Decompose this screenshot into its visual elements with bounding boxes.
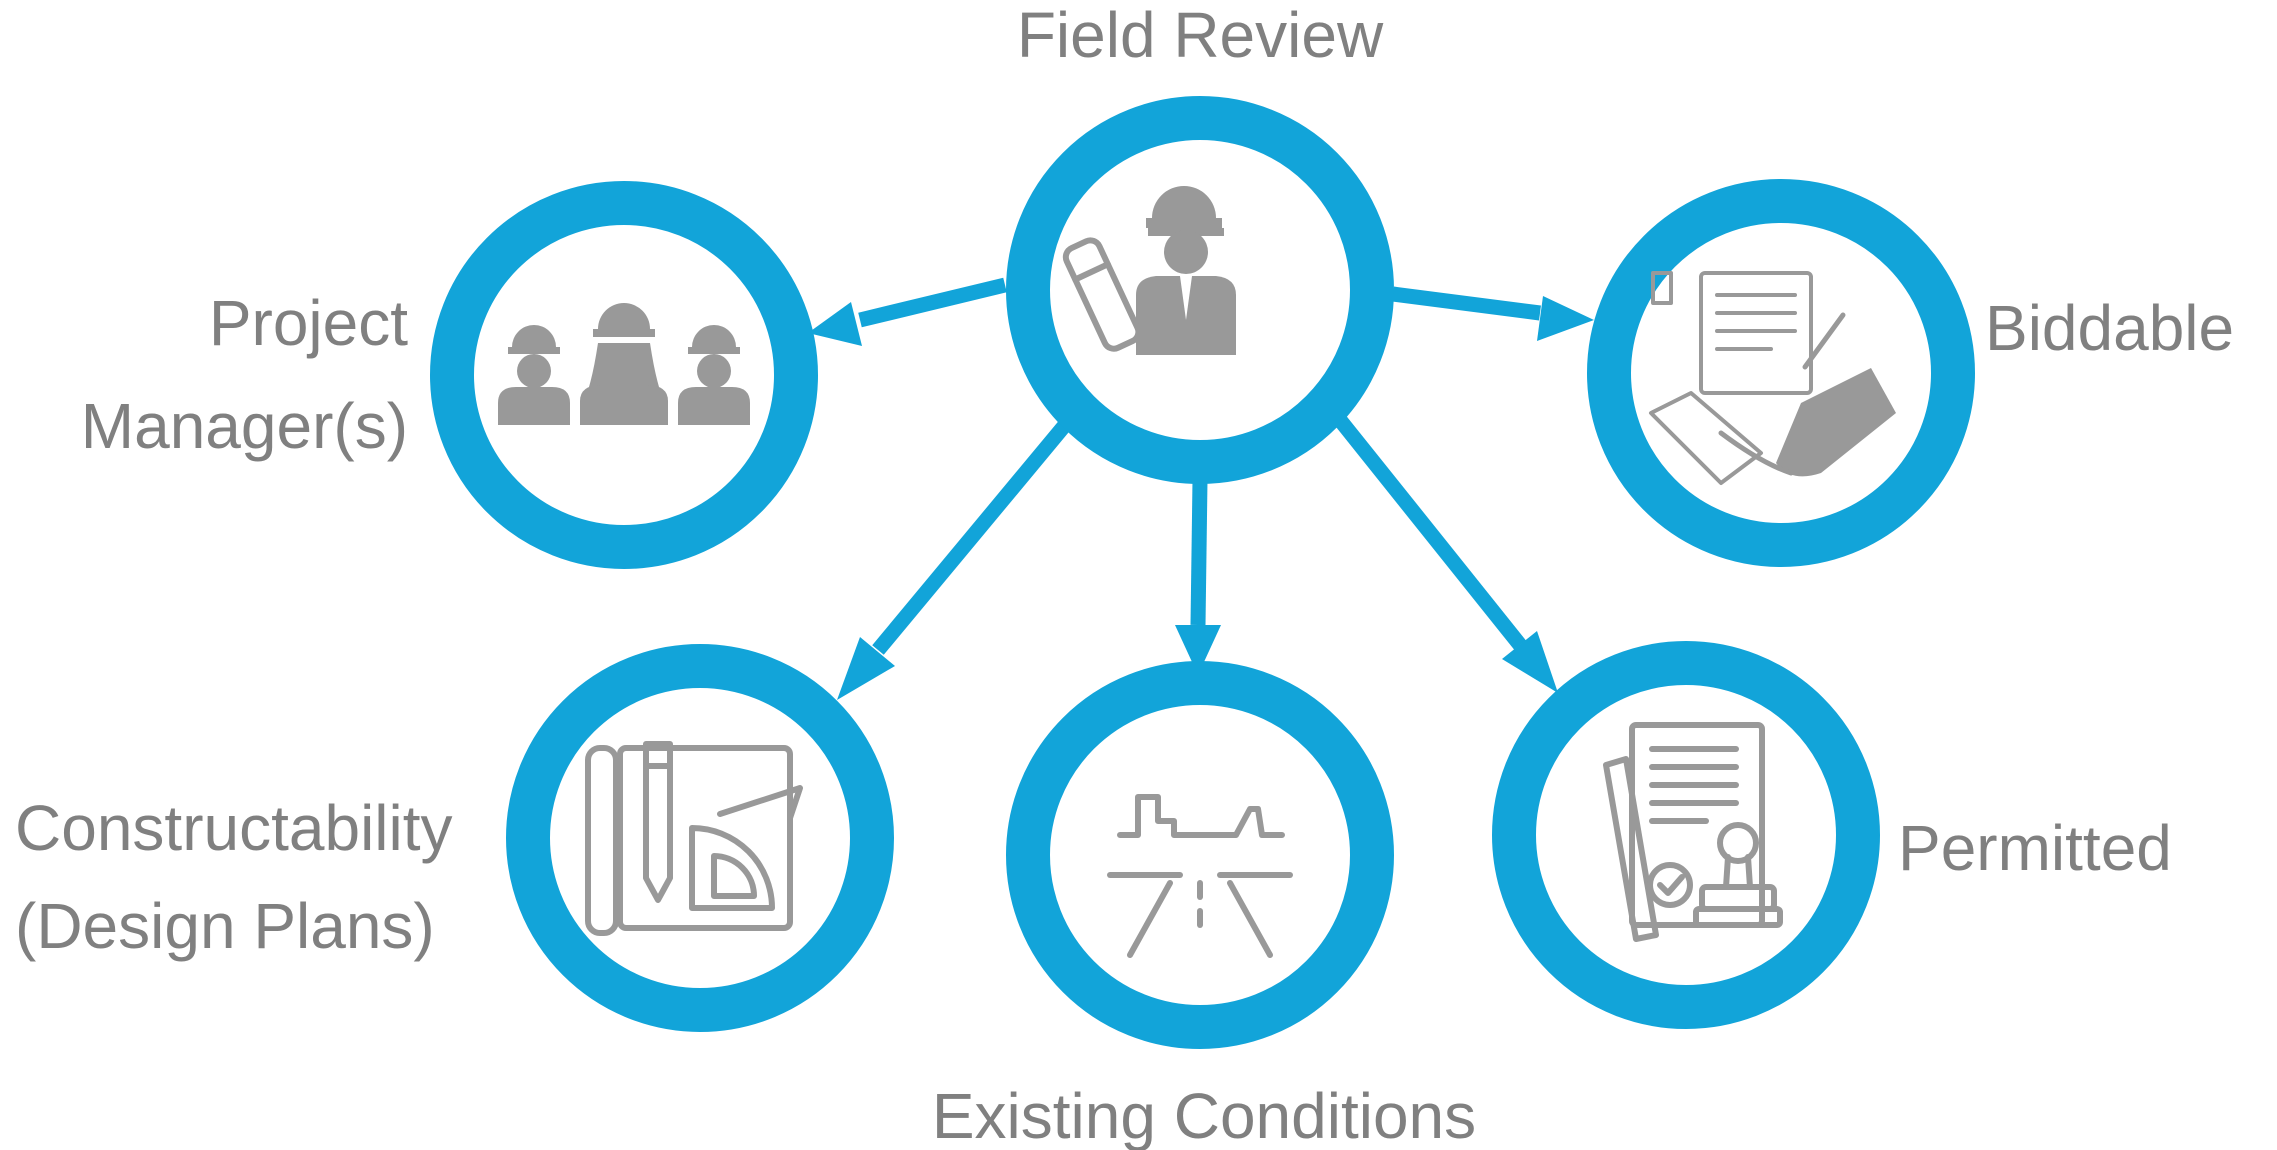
engineer-with-blueprints-icon xyxy=(1062,186,1236,355)
existing-conditions-circle xyxy=(1006,661,1394,1049)
permit-stamp-icon xyxy=(1603,722,1783,942)
arrow-to-permitted xyxy=(1334,415,1558,693)
existing-conditions-label: Existing Conditions xyxy=(932,1080,1476,1150)
arrow-to-existing-conditions xyxy=(1175,479,1221,675)
construction-team-icon xyxy=(498,303,750,425)
field-review-label: Field Review xyxy=(1017,0,1384,71)
constructability-label-line1: Constructability xyxy=(15,792,453,864)
contract-handshake-icon xyxy=(1649,271,1896,485)
project-managers-label-line1: Project xyxy=(209,287,408,359)
permitted-circle xyxy=(1492,641,1880,1029)
arrow-to-project-managers xyxy=(808,277,1007,346)
arrow-to-constructability xyxy=(837,420,1071,700)
biddable-circle xyxy=(1587,179,1975,567)
permitted-label: Permitted xyxy=(1898,812,2172,884)
arrow-to-biddable xyxy=(1392,286,1594,341)
road-survey-icon xyxy=(1107,794,1293,958)
constructability-circle xyxy=(506,644,894,1032)
biddable-label: Biddable xyxy=(1985,292,2234,364)
project-managers-label-line2: Manager(s) xyxy=(81,390,408,462)
constructability-label-line2: (Design Plans) xyxy=(15,890,435,962)
drafting-tools-icon xyxy=(585,741,803,936)
